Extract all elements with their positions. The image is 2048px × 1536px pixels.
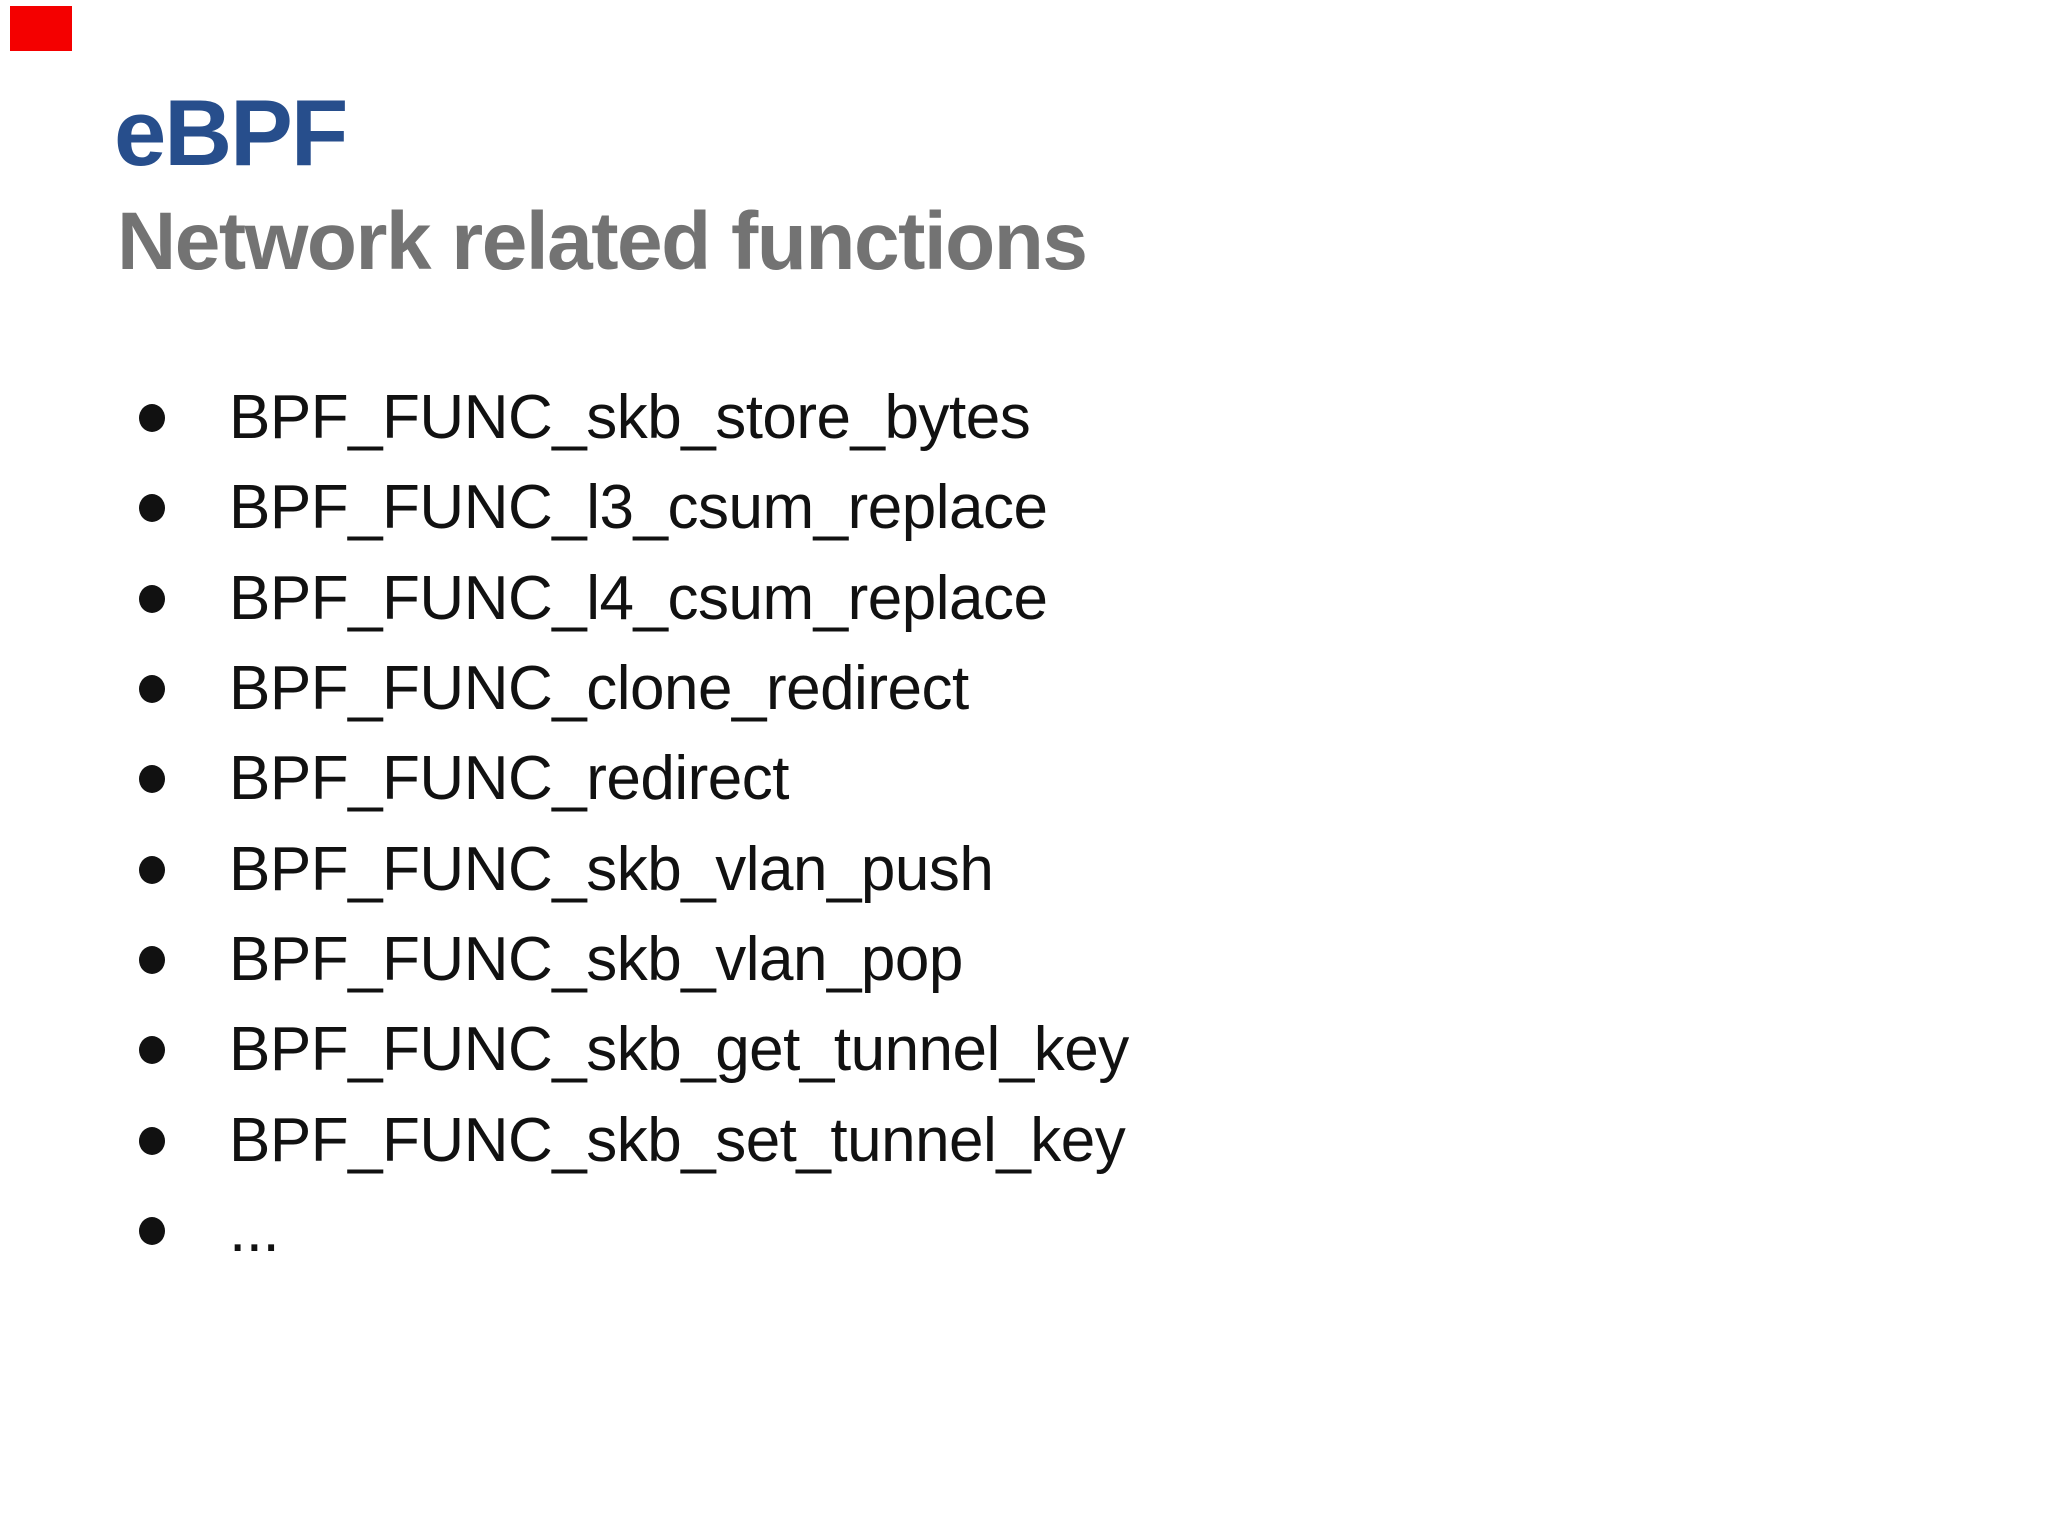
bullet-dot-icon — [139, 675, 165, 704]
list-item-label: ... — [229, 1195, 280, 1265]
bullet-dot-icon — [139, 584, 165, 613]
list-item-label: BPF_FUNC_skb_set_tunnel_key — [229, 1105, 1126, 1175]
red-corner-marker-icon — [10, 6, 72, 51]
bullet-dot-icon — [139, 404, 165, 433]
slide-title: eBPF — [114, 80, 348, 185]
list-item: BPF_FUNC_redirect — [139, 734, 1129, 824]
list-item-label: BPF_FUNC_l4_csum_replace — [229, 563, 1048, 633]
bullet-dot-icon — [139, 1036, 165, 1065]
list-item: BPF_FUNC_l4_csum_replace — [139, 554, 1129, 644]
bullet-dot-icon — [139, 494, 165, 523]
bullet-dot-icon — [139, 1216, 165, 1245]
list-item-label: BPF_FUNC_redirect — [229, 744, 789, 814]
list-item: BPF_FUNC_skb_get_tunnel_key — [139, 1005, 1129, 1095]
list-item: BPF_FUNC_clone_redirect — [139, 644, 1129, 734]
list-item: ... — [139, 1186, 1129, 1276]
list-item: BPF_FUNC_skb_set_tunnel_key — [139, 1095, 1129, 1185]
list-item: BPF_FUNC_l3_csum_replace — [139, 463, 1129, 553]
list-item-label: BPF_FUNC_skb_vlan_push — [229, 834, 994, 904]
function-list: BPF_FUNC_skb_store_bytes BPF_FUNC_l3_csu… — [139, 373, 1129, 1276]
slide-subtitle: Network related functions — [117, 196, 1088, 287]
list-item-label: BPF_FUNC_skb_get_tunnel_key — [229, 1015, 1129, 1085]
list-item: BPF_FUNC_skb_store_bytes — [139, 373, 1129, 463]
list-item-label: BPF_FUNC_clone_redirect — [229, 654, 969, 724]
list-item-label: BPF_FUNC_skb_vlan_pop — [229, 924, 963, 994]
list-item: BPF_FUNC_skb_vlan_pop — [139, 915, 1129, 1005]
bullet-dot-icon — [139, 1126, 165, 1155]
list-item-label: BPF_FUNC_l3_csum_replace — [229, 473, 1048, 543]
bullet-dot-icon — [139, 855, 165, 884]
list-item-label: BPF_FUNC_skb_store_bytes — [229, 383, 1031, 453]
bullet-dot-icon — [139, 945, 165, 974]
list-item: BPF_FUNC_skb_vlan_push — [139, 824, 1129, 914]
bullet-dot-icon — [139, 765, 165, 794]
